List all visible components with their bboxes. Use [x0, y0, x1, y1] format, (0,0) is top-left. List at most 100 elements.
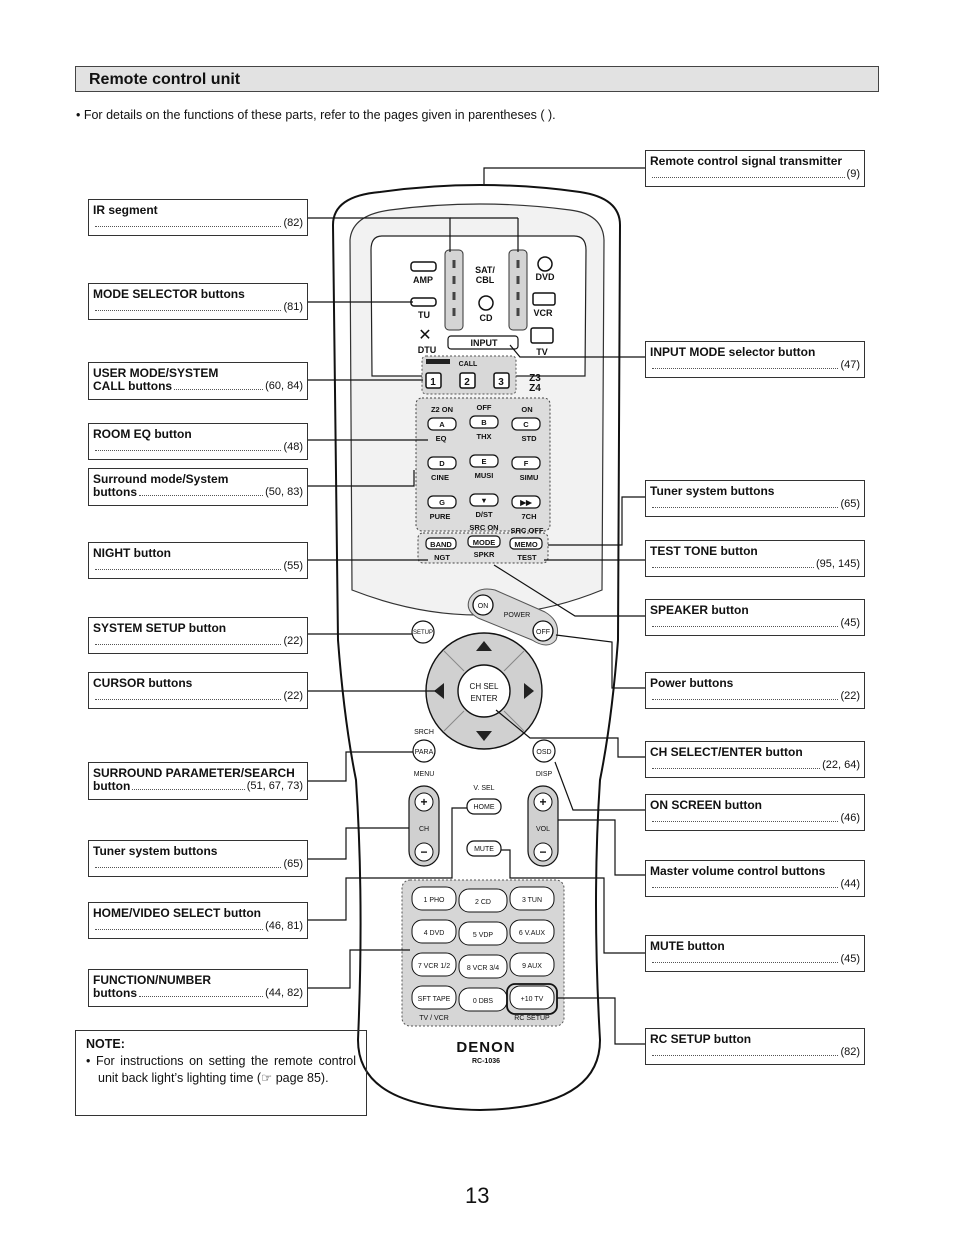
- label-title: Remote control signal transmitter: [650, 154, 843, 168]
- label-rc-setup: RC SETUP button (82): [645, 1028, 865, 1065]
- user-button-2[interactable]: 2: [464, 377, 470, 388]
- mute-button[interactable]: MUTE: [474, 846, 494, 853]
- key-1[interactable]: 1 PHO: [423, 897, 445, 904]
- input-mode-label: INPUT: [471, 338, 499, 348]
- label-title: SPEAKER button: [650, 603, 749, 617]
- label-title: Surround mode/System: [93, 472, 229, 486]
- key-4[interactable]: 4 DVD: [424, 930, 445, 937]
- user-button-1[interactable]: 1: [430, 377, 436, 388]
- surround-thx: THX: [477, 432, 492, 441]
- zone-z4: Z4: [529, 383, 541, 394]
- label-title: SURROUND PARAMETER/SEARCH: [93, 766, 295, 780]
- label-title: HOME/VIDEO SELECT button: [93, 906, 261, 920]
- key-3[interactable]: 3 TUN: [522, 897, 542, 904]
- key-9[interactable]: 9 AUX: [522, 963, 542, 970]
- label-pages: (46): [840, 812, 860, 824]
- label-tuner-system-left: Tuner system buttons (65): [88, 840, 308, 877]
- label-title: RC SETUP button: [650, 1032, 752, 1046]
- osd-button[interactable]: OSD: [536, 749, 551, 756]
- disp-label: DISP: [536, 771, 553, 778]
- mode-cd: CD: [480, 313, 493, 323]
- vsel-label: V. SEL: [473, 785, 494, 792]
- svg-text:✕: ✕: [418, 327, 431, 344]
- label-title-2: buttons: [93, 986, 137, 1000]
- surround-btn-b[interactable]: B: [481, 418, 487, 427]
- surround-btn-f[interactable]: F: [524, 459, 529, 468]
- label-title: Power buttons: [650, 676, 734, 690]
- surround-simu: SIMU: [520, 473, 539, 482]
- label-pages: (65): [283, 858, 303, 870]
- surround-std: STD: [522, 434, 538, 443]
- surround-on: ON: [521, 405, 532, 414]
- label-pages: (82): [840, 1046, 860, 1058]
- mode-button[interactable]: MODE: [473, 538, 496, 547]
- label-rc-transmitter: Remote control signal transmitter (9): [645, 150, 865, 187]
- label-pages: (46, 81): [265, 920, 303, 932]
- brand-logo: DENON: [456, 1039, 515, 1056]
- label-system-setup: SYSTEM SETUP button (22): [88, 617, 308, 654]
- label-ir-segment: IR segment (82): [88, 199, 308, 236]
- label-pages: (45): [840, 953, 860, 965]
- user-button-3[interactable]: 3: [498, 377, 504, 388]
- surround-7ch: 7CH: [521, 512, 536, 521]
- vol-label: VOL: [536, 826, 550, 833]
- label-pages: (22, 64): [822, 759, 860, 771]
- call-label: CALL: [459, 361, 478, 368]
- label-tuner-system-right: Tuner system buttons (65): [645, 480, 865, 517]
- key-8[interactable]: 8 VCR 3/4: [467, 965, 499, 972]
- label-surround-mode: Surround mode/System buttons(50, 83): [88, 468, 308, 506]
- label-title-2: buttons: [93, 485, 137, 499]
- key-7[interactable]: 7 VCR 1/2: [418, 963, 450, 970]
- mode-dtu: DTU: [418, 345, 437, 355]
- surround-btn-c[interactable]: C: [523, 420, 529, 429]
- section-title: Remote control unit: [89, 71, 241, 88]
- label-pages: (48): [283, 441, 303, 453]
- key-0[interactable]: 0 DBS: [473, 998, 494, 1005]
- home-button[interactable]: HOME: [474, 804, 495, 811]
- label-pages: (55): [283, 560, 303, 572]
- label-title: TEST TONE button: [650, 544, 758, 558]
- tv-vcr-label: TV / VCR: [419, 1015, 449, 1022]
- label-surround-param: SURROUND PARAMETER/SEARCH button(51, 67,…: [88, 762, 308, 800]
- key-6[interactable]: 6 V.AUX: [519, 930, 546, 937]
- ch-sel-label: CH SEL: [470, 682, 499, 691]
- label-pages: (22): [840, 690, 860, 702]
- mode-dvd: DVD: [535, 272, 555, 282]
- key-2[interactable]: 2 CD: [475, 899, 491, 906]
- surround-btn-e[interactable]: E: [481, 457, 486, 466]
- memo-button[interactable]: MEMO: [514, 540, 537, 549]
- label-title: USER MODE/SYSTEM: [93, 366, 219, 380]
- label-test-tone: TEST TONE button (95, 145): [645, 540, 865, 577]
- label-user-mode: USER MODE/SYSTEM CALL buttons(60, 84): [88, 362, 308, 400]
- surround-btn-g[interactable]: G: [439, 498, 445, 507]
- section-header: Remote control unit: [75, 66, 879, 92]
- label-title: ROOM EQ button: [93, 427, 192, 441]
- speaker-label: SPKR: [474, 550, 495, 559]
- mode-vcr: VCR: [533, 308, 553, 318]
- setup-label[interactable]: SETUP: [413, 630, 433, 636]
- power-on[interactable]: ON: [478, 603, 489, 610]
- surround-pure: PURE: [430, 512, 451, 521]
- intro-text: • For details on the functions of these …: [76, 108, 556, 122]
- enter-button[interactable]: ENTER: [470, 694, 497, 703]
- surround-btn-d[interactable]: D: [439, 459, 445, 468]
- label-title-2: button: [93, 779, 131, 793]
- label-input-mode: INPUT MODE selector button (47): [645, 341, 865, 378]
- svg-text:−: −: [420, 845, 427, 859]
- key-5[interactable]: 5 VDP: [473, 932, 494, 939]
- label-home-video: HOME/VIDEO SELECT button (46, 81): [88, 902, 308, 939]
- surround-btn-i[interactable]: ▶▶: [519, 498, 533, 507]
- key-sft[interactable]: SFT TAPE: [418, 996, 451, 1003]
- mode-amp: AMP: [413, 275, 433, 285]
- note-body: • For instructions on setting the remote…: [86, 1054, 356, 1085]
- ch-label: CH: [419, 826, 429, 833]
- svg-text:CBL: CBL: [476, 275, 495, 285]
- power-off[interactable]: OFF: [536, 629, 550, 636]
- note-title: NOTE:: [86, 1037, 125, 1051]
- label-title: FUNCTION/NUMBER: [93, 973, 211, 987]
- para-button[interactable]: PARA: [415, 749, 434, 756]
- band-button[interactable]: BAND: [430, 540, 452, 549]
- surround-btn-h[interactable]: ▼: [480, 496, 487, 505]
- surround-btn-a[interactable]: A: [439, 420, 445, 429]
- key-plus10[interactable]: +10 TV: [521, 996, 544, 1003]
